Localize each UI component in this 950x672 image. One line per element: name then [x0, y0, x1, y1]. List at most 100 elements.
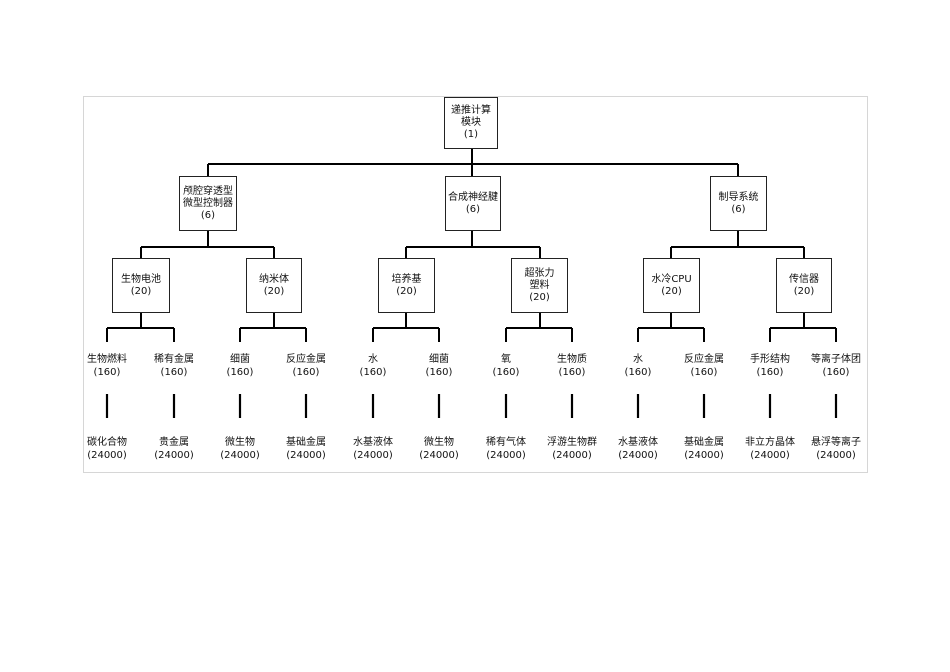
level4-count: (24000)	[286, 450, 326, 461]
root-node: 递推计算 模块 (1)	[444, 97, 498, 149]
level4-name: 水基液体	[353, 437, 393, 448]
level4-item: 碳化合物 (24000)	[62, 436, 152, 462]
level4-item: 水基液体 (24000)	[593, 436, 683, 462]
level2-line-1: 培养基	[391, 273, 422, 285]
level1-count: (6)	[200, 209, 216, 221]
level2-line-1: 传信器	[789, 273, 819, 285]
level3-count: (160)	[690, 367, 718, 378]
level1-count: (6)	[465, 203, 481, 215]
level3-count: (160)	[558, 367, 586, 378]
level2-node: 培养基 (20)	[378, 258, 435, 313]
level4-count: (24000)	[552, 450, 592, 461]
level2-line-1: 水冷CPU	[651, 273, 692, 285]
level4-name: 悬浮等离子	[811, 437, 861, 448]
level4-count: (24000)	[486, 450, 526, 461]
level3-count: (160)	[492, 367, 520, 378]
level4-name: 浮游生物群	[547, 437, 597, 448]
level4-count: (24000)	[87, 450, 127, 461]
level2-node: 传信器 (20)	[776, 258, 832, 313]
level2-line-1: 生物电池	[121, 273, 161, 285]
level4-item: 浮游生物群 (24000)	[527, 436, 617, 462]
level4-count: (24000)	[750, 450, 790, 461]
level4-name: 水基液体	[618, 437, 658, 448]
root-line-1: 递推计算	[451, 105, 491, 116]
level3-item: 生物燃料 (160)	[62, 353, 152, 379]
level4-count: (24000)	[419, 450, 459, 461]
level2-count: (20)	[661, 285, 682, 297]
level3-count: (160)	[359, 367, 387, 378]
level4-item: 悬浮等离子 (24000)	[791, 436, 881, 462]
level4-name: 基础金属	[286, 437, 326, 448]
level3-count: (160)	[624, 367, 652, 378]
level2-count: (20)	[396, 285, 417, 297]
level3-count: (160)	[160, 367, 188, 378]
level3-item: 反应金属 (160)	[261, 353, 351, 379]
diagram-frame	[83, 96, 868, 473]
level2-count: (20)	[130, 285, 152, 297]
level4-item: 水基液体 (24000)	[328, 436, 418, 462]
level4-name: 非立方晶体	[745, 437, 795, 448]
level1-node: 制导系统 (6)	[710, 176, 767, 231]
level3-item: 手形结构 (160)	[725, 353, 815, 379]
level3-count: (160)	[822, 367, 850, 378]
level1-line-2: 微型控制器	[183, 197, 233, 209]
level3-name: 细菌	[429, 354, 449, 365]
level2-node: 超张力 塑料 (20)	[511, 258, 568, 313]
level2-node: 纳米体 (20)	[246, 258, 302, 313]
level3-item: 稀有金属 (160)	[129, 353, 219, 379]
level3-item: 等离子体团 (160)	[791, 353, 881, 379]
level3-item: 氧 (160)	[461, 353, 551, 379]
level4-name: 微生物	[424, 437, 454, 448]
level4-count: (24000)	[618, 450, 658, 461]
level4-item: 贵金属 (24000)	[129, 436, 219, 462]
level4-item: 基础金属 (24000)	[659, 436, 749, 462]
level1-count: (6)	[731, 203, 746, 215]
level3-name: 生物燃料	[87, 354, 127, 365]
level3-count: (160)	[226, 367, 254, 378]
level3-name: 水	[368, 354, 378, 365]
level4-name: 稀有气体	[486, 437, 526, 448]
level3-count: (160)	[425, 367, 453, 378]
level3-name: 氧	[501, 354, 511, 365]
level3-name: 手形结构	[750, 354, 790, 365]
level3-name: 生物质	[557, 354, 587, 365]
level3-name: 反应金属	[286, 354, 326, 365]
level4-count: (24000)	[684, 450, 724, 461]
level3-item: 细菌 (160)	[195, 353, 285, 379]
level4-item: 稀有气体 (24000)	[461, 436, 551, 462]
root-count: (1)	[463, 129, 479, 140]
level3-count: (160)	[292, 367, 320, 378]
level3-item: 水 (160)	[593, 353, 683, 379]
level2-count: (20)	[529, 291, 550, 303]
level1-line-1: 颅腔穿透型	[183, 185, 233, 197]
level2-node: 水冷CPU (20)	[643, 258, 700, 313]
level4-count: (24000)	[220, 450, 260, 461]
level4-count: (24000)	[353, 450, 393, 461]
level2-line-1: 超张力	[524, 267, 555, 279]
level3-item: 水 (160)	[328, 353, 418, 379]
level4-count: (24000)	[154, 450, 194, 461]
level2-line-1: 纳米体	[259, 273, 289, 285]
level4-item: 微生物 (24000)	[394, 436, 484, 462]
level4-name: 基础金属	[684, 437, 724, 448]
level3-name: 等离子体团	[811, 354, 861, 365]
root-line-2: 模块	[461, 117, 481, 128]
level4-name: 贵金属	[159, 437, 189, 448]
level4-item: 微生物 (24000)	[195, 436, 285, 462]
level3-item: 反应金属 (160)	[659, 353, 749, 379]
level4-name: 微生物	[225, 437, 255, 448]
level1-node: 颅腔穿透型 微型控制器 (6)	[179, 176, 237, 231]
level4-count: (24000)	[816, 450, 856, 461]
level2-count: (20)	[793, 285, 815, 297]
level3-count: (160)	[93, 367, 121, 378]
level3-name: 水	[633, 354, 643, 365]
level1-line-1: 制导系统	[718, 191, 759, 203]
level3-name: 反应金属	[684, 354, 724, 365]
level2-node: 生物电池 (20)	[112, 258, 170, 313]
level3-item: 生物质 (160)	[527, 353, 617, 379]
level3-count: (160)	[756, 367, 784, 378]
level2-count: (20)	[263, 285, 285, 297]
level4-item: 基础金属 (24000)	[261, 436, 351, 462]
